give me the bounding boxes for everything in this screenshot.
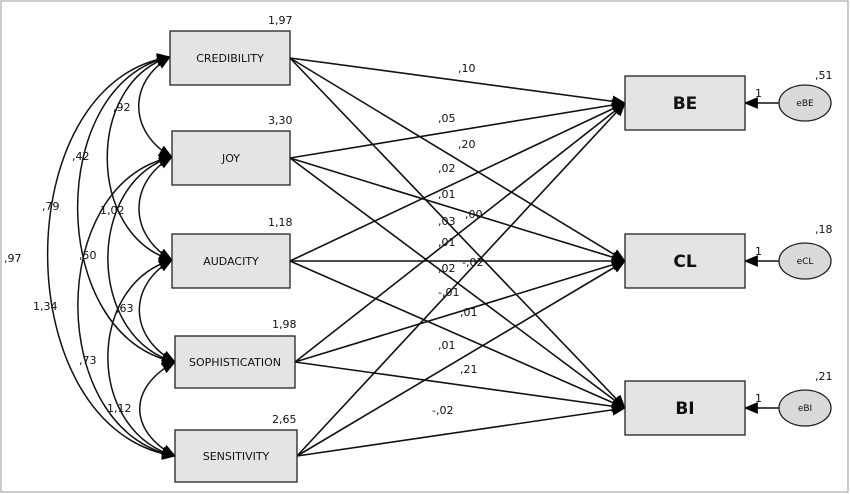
variance-audacity: 1,18 bbox=[268, 216, 293, 229]
path-coefficient-audacity-be: ,02 bbox=[438, 162, 456, 175]
covariance-value-credibility-sensitivity: ,97 bbox=[4, 252, 22, 265]
covariance-value-joy-sophistication: ,50 bbox=[79, 249, 97, 262]
path-arrow-joy-cl bbox=[289, 157, 627, 263]
node-box-sensitivity bbox=[174, 429, 298, 483]
covariance-arc-audacity-sensitivity bbox=[107, 258, 177, 459]
error-variance-be: ,51 bbox=[815, 69, 833, 82]
node-label-cl: CL bbox=[673, 252, 696, 272]
path-arrow-audacity-be bbox=[289, 102, 627, 262]
node-box-bi bbox=[624, 380, 746, 436]
error-weight-cl: 1 bbox=[755, 245, 762, 258]
node-box-cl bbox=[624, 233, 746, 289]
path-arrow-joy-be bbox=[289, 99, 627, 159]
path-layer bbox=[289, 57, 779, 457]
path-arrow-audacity-bi bbox=[289, 260, 627, 409]
node-box-credibility bbox=[169, 30, 291, 86]
node-box-joy bbox=[171, 130, 291, 186]
covariance-arc-credibility-sophistication bbox=[76, 53, 177, 366]
node-label-bi: BI bbox=[675, 399, 694, 419]
covariance-value-credibility-sophistication: ,79 bbox=[42, 200, 60, 213]
covariance-arc-credibility-audacity bbox=[106, 55, 174, 262]
node-box-sophistication bbox=[174, 335, 296, 389]
path-arrow-sophistication-be bbox=[294, 102, 626, 363]
node-label-sophistication: SOPHISTICATION bbox=[189, 356, 281, 369]
error-label-bi: eBI bbox=[798, 404, 812, 414]
covariance-value-sophistication-sensitivity: 1,12 bbox=[107, 402, 132, 415]
node-label-audacity: AUDACITY bbox=[203, 255, 259, 268]
variance-sensitivity: 2,65 bbox=[272, 413, 297, 426]
covariance-value-joy-audacity: 1,02 bbox=[100, 204, 125, 217]
node-layer: CREDIBILITY1,97JOY3,30AUDACITY1,18SOPHIS… bbox=[169, 14, 832, 483]
error-weight-be: 1 bbox=[755, 87, 762, 100]
path-coefficient-sophistication-be: ,02 bbox=[438, 262, 456, 275]
path-arrow-credibility-cl bbox=[289, 57, 626, 262]
path-arrow-sensitivity-bi bbox=[296, 404, 627, 457]
path-coefficient-sensitivity-bi: -,02 bbox=[432, 404, 453, 417]
node-label-credibility: CREDIBILITY bbox=[196, 52, 264, 65]
path-coefficient-credibility-bi: ,03 bbox=[438, 215, 456, 228]
path-coefficient-joy-cl: ,01 bbox=[438, 188, 456, 201]
path-coefficient-joy-bi: ,01 bbox=[438, 236, 456, 249]
covariance-layer bbox=[46, 53, 177, 460]
error-weight-bi: 1 bbox=[755, 392, 762, 405]
variance-credibility: 1,97 bbox=[268, 14, 293, 27]
error-variance-cl: ,18 bbox=[815, 223, 833, 236]
covariance-value-joy-sensitivity: 1,34 bbox=[33, 300, 58, 313]
covariance-arc-joy-sophistication bbox=[107, 155, 177, 365]
label-layer: ,10 ,20 ,03 ,05 ,01 ,01 ,02 ,00 -,02 ,02 -,01 ,21 ,0… bbox=[4, 62, 833, 417]
path-arrow-credibility-be bbox=[289, 57, 627, 108]
path-coefficient-sophistication-cl: -,01 bbox=[438, 286, 459, 299]
error-ellipse-bi bbox=[778, 389, 832, 427]
path-arrow-sophistication-bi bbox=[294, 361, 627, 413]
variance-sophistication: 1,98 bbox=[272, 318, 297, 331]
covariance-arc-joy-sensitivity bbox=[77, 153, 177, 460]
covariance-value-credibility-joy: ,92 bbox=[113, 101, 131, 114]
error-label-cl: eCL bbox=[797, 257, 814, 267]
path-coefficient-joy-be: ,05 bbox=[438, 112, 456, 125]
covariance-value-audacity-sensitivity: ,73 bbox=[79, 354, 97, 367]
node-label-sensitivity: SENSITIVITY bbox=[203, 450, 270, 463]
variance-joy: 3,30 bbox=[268, 114, 293, 127]
path-coefficient-audacity-bi: -,02 bbox=[462, 256, 483, 269]
covariance-value-credibility-audacity: ,42 bbox=[72, 150, 90, 163]
node-label-joy: JOY bbox=[221, 152, 240, 165]
node-box-audacity bbox=[171, 233, 291, 289]
path-coefficient-audacity-cl: ,00 bbox=[465, 208, 483, 221]
path-arrow-credibility-bi bbox=[289, 57, 626, 409]
path-coefficient-sensitivity-be: ,01 bbox=[438, 339, 456, 352]
error-variance-bi: ,21 bbox=[815, 370, 833, 383]
path-coefficient-sensitivity-cl: ,01 bbox=[460, 306, 478, 319]
covariance-value-audacity-sophistication: ,63 bbox=[116, 302, 134, 315]
error-ellipse-be bbox=[778, 84, 832, 122]
path-arrow-sensitivity-cl bbox=[296, 260, 627, 457]
node-box-be bbox=[624, 75, 746, 131]
path-coefficient-credibility-be: ,10 bbox=[458, 62, 476, 75]
error-ellipse-cl bbox=[778, 242, 832, 280]
covariance-arc-credibility-sensitivity bbox=[46, 53, 177, 460]
path-coefficient-credibility-cl: ,20 bbox=[458, 138, 476, 151]
node-label-be: BE bbox=[673, 94, 698, 114]
error-label-be: eBE bbox=[796, 99, 814, 109]
path-arrow-sensitivity-be bbox=[296, 102, 626, 457]
path-coefficient-sophistication-bi: ,21 bbox=[460, 363, 478, 376]
path-arrow-sophistication-cl bbox=[294, 259, 627, 363]
